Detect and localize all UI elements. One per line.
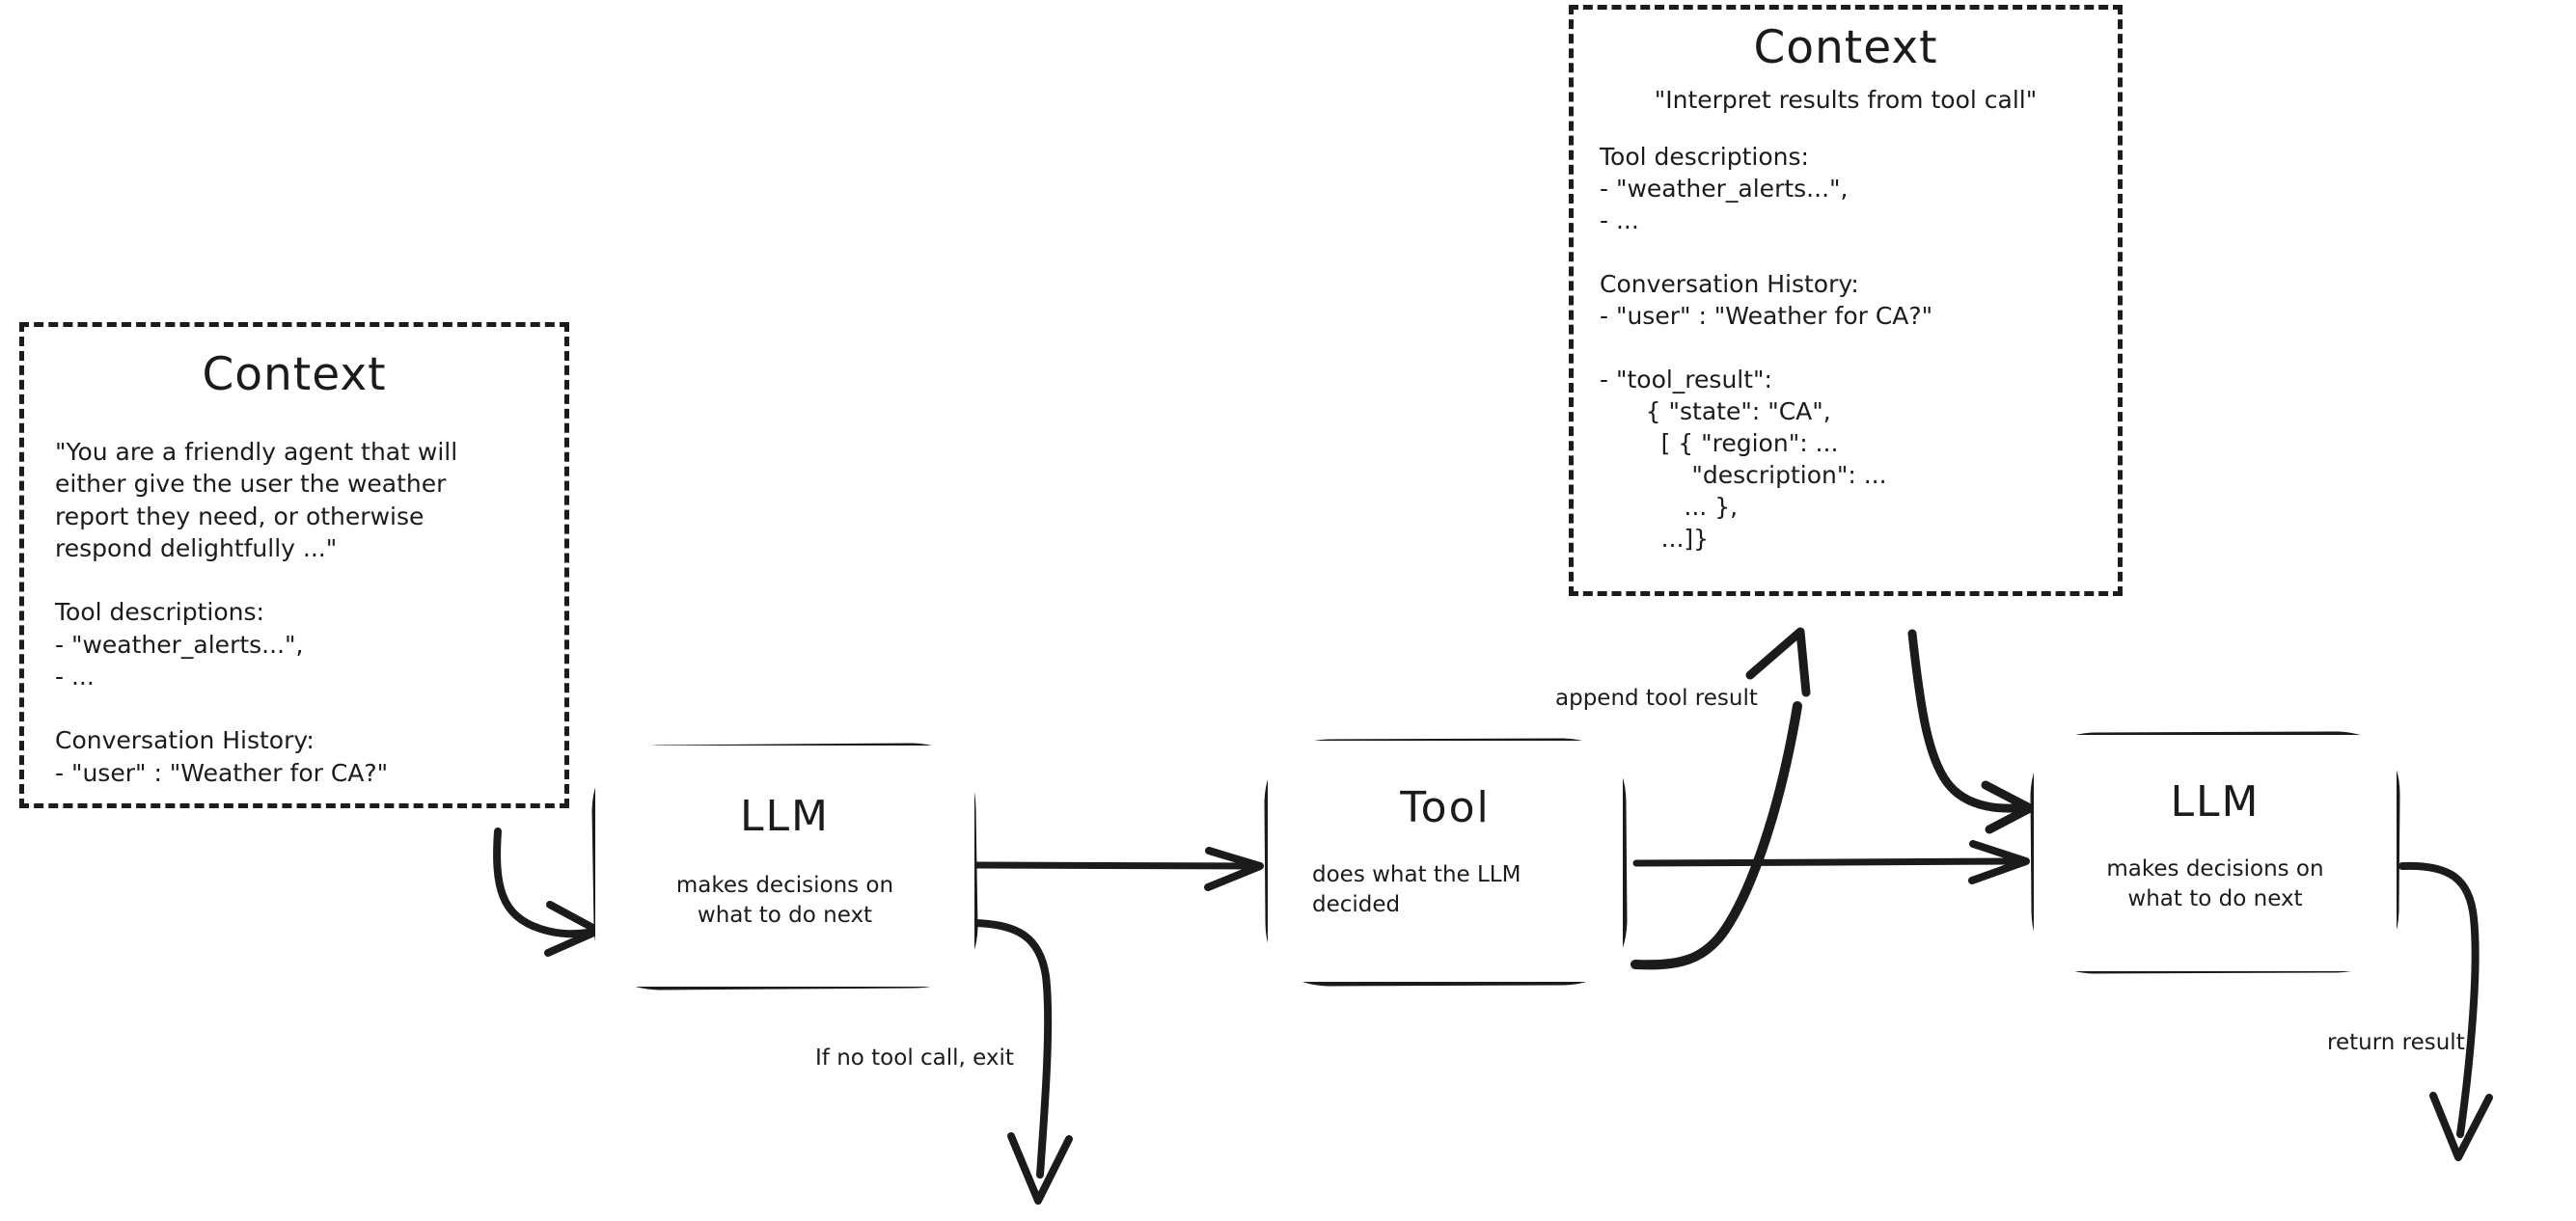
edge-label-if-no-tool-call-exit: If no tool call, exit [815, 1045, 1014, 1071]
arrow-tool-to-context-head [1745, 627, 1811, 697]
context-right-prompt: "Interpret results from tool call" [1654, 86, 2038, 114]
arrow-llm2-return [2398, 861, 2480, 1138]
arrow-tool-to-llm2-head [1968, 840, 2030, 884]
context-left-title: Context [202, 348, 387, 401]
node-llm-first-title: LLM [740, 792, 830, 841]
node-llm-first[interactable]: LLM makes decisions on what to do next [595, 746, 974, 987]
context-right-body: Tool descriptions: - "weather_alerts..."… [1600, 143, 1933, 553]
arrow-context-to-llm2 [1907, 629, 2031, 813]
context-box-right: Context "Interpret results from tool cal… [1569, 5, 2123, 596]
node-llm-second-title: LLM [2170, 777, 2261, 827]
arrow-tool-to-llm2 [1632, 857, 2022, 867]
arrow-context-to-llm1-head [544, 901, 602, 957]
edge-label-return-result: return result [2327, 1030, 2465, 1055]
arrow-llm2-return-head [2429, 1092, 2493, 1161]
node-llm-second-subtitle: makes decisions on what to do next [2106, 856, 2324, 912]
node-tool-subtitle: does what the LLM decided [1312, 862, 1521, 918]
arrow-llm1-exit-head [1007, 1132, 1073, 1205]
arrow-context-to-llm2-head [1981, 780, 2035, 834]
arrow-context-to-llm1 [493, 828, 600, 938]
node-tool-title: Tool [1400, 783, 1491, 832]
edge-label-append-tool-result: append tool result [1555, 686, 1758, 711]
context-right-title: Context [1753, 21, 1938, 74]
node-llm-second[interactable]: LLM makes decisions on what to do next [2034, 735, 2397, 971]
arrow-llm1-to-tool-head [1204, 847, 1264, 891]
context-left-body: "You are a friendly agent that will eith… [55, 438, 458, 787]
arrow-tool-to-context [1631, 701, 1802, 970]
context-box-left: Context "You are a friendly agent that w… [19, 322, 569, 808]
node-llm-first-subtitle: makes decisions on what to do next [675, 873, 894, 929]
node-tool[interactable]: Tool does what the LLM decided [1268, 741, 1623, 982]
arrow-llm1-to-tool [966, 861, 1258, 870]
